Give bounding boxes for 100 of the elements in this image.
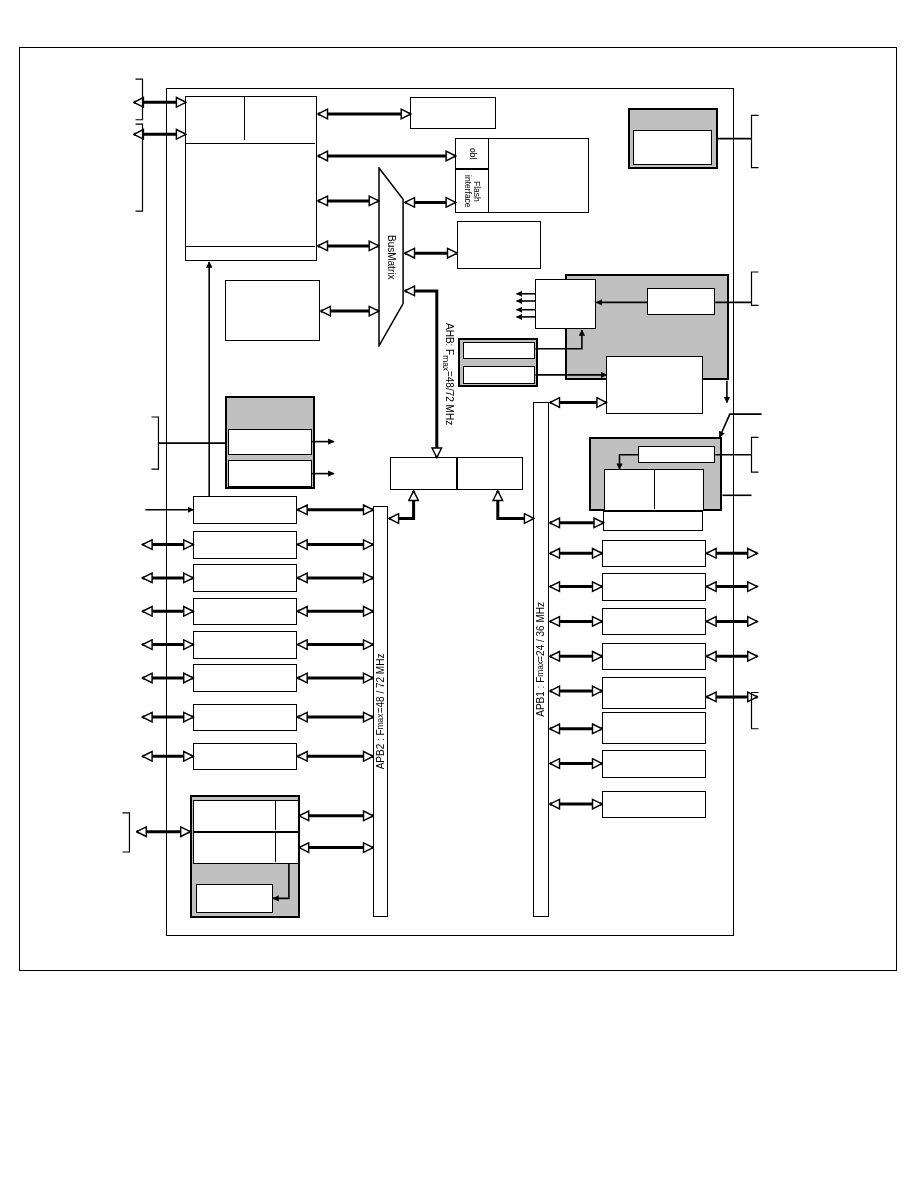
arrow: [141, 572, 194, 584]
module-block: [647, 287, 716, 316]
arrow: [272, 862, 290, 902]
arrow: [296, 605, 374, 617]
arrow: [298, 842, 374, 854]
module-block: [601, 677, 706, 710]
bus-matrix-block: BusMatrix: [378, 167, 405, 347]
module-block: [193, 831, 300, 864]
module-block: [192, 564, 298, 592]
arrow: [549, 517, 605, 529]
arrow: [141, 605, 194, 617]
arrow: [206, 261, 213, 498]
interface-block: Flash interface: [454, 169, 490, 213]
arrow: [141, 639, 194, 651]
bridge-block: [456, 457, 524, 491]
arrow: [616, 453, 640, 470]
arrow: [705, 650, 758, 662]
arrow: [534, 371, 608, 379]
arrow: [404, 196, 457, 208]
module-block: [601, 573, 706, 601]
connector-line: [721, 494, 753, 497]
arrow: [549, 547, 603, 559]
arrow: [515, 290, 537, 297]
arrow: [404, 247, 458, 259]
arrow: [515, 297, 537, 305]
arrow: [298, 810, 374, 822]
arrow: [515, 313, 537, 321]
module-block: [193, 799, 300, 832]
arrow: [705, 547, 758, 559]
module-block: [224, 280, 321, 342]
connector-line: [157, 442, 226, 444]
module-block: [601, 790, 706, 819]
group-panel: [224, 396, 315, 489]
module-block: [601, 607, 706, 636]
module-block: [601, 642, 706, 671]
interface-block: obl: [454, 137, 490, 170]
arrow: [549, 615, 603, 627]
arrow: [296, 672, 374, 684]
module-block: [228, 428, 313, 455]
arrow: [723, 380, 731, 404]
module-block: [534, 278, 596, 330]
module-block: [192, 531, 298, 559]
arrow: [549, 397, 608, 408]
arrow: [317, 195, 380, 207]
arrow: [317, 240, 380, 252]
module-block: [456, 220, 541, 269]
module-block: [601, 750, 706, 778]
arrow: [595, 299, 648, 306]
arrow: [133, 96, 187, 108]
module-block: [410, 97, 496, 130]
arrow: [144, 506, 195, 513]
module-block: [603, 469, 704, 512]
arrow: [549, 723, 603, 735]
arrow: [388, 490, 420, 524]
arrow: [515, 306, 537, 313]
module-block: [185, 96, 318, 262]
module-block: [192, 742, 298, 771]
connector-line: [714, 453, 753, 456]
arrow: [549, 581, 603, 593]
arrow: [705, 615, 758, 627]
module-block: [462, 341, 536, 359]
connector-line: [714, 301, 753, 304]
arrow: [133, 128, 187, 140]
arrow: [296, 539, 374, 551]
module-block: [228, 460, 313, 487]
module-block: [192, 631, 298, 659]
module-block: [192, 597, 298, 626]
memory-block: [455, 138, 589, 214]
arrow: [317, 108, 412, 120]
module-block: [196, 883, 273, 913]
chip-outline: [165, 87, 735, 937]
module-block: [192, 496, 298, 524]
arrow: [311, 438, 335, 445]
bridge-block: [389, 457, 457, 491]
group-panel: [458, 338, 538, 388]
arrow: [296, 572, 374, 584]
module-block: [601, 539, 706, 568]
arrow: [296, 504, 374, 516]
arrow: [296, 711, 374, 723]
arrow: [136, 826, 191, 838]
arrow: [320, 305, 380, 317]
connector-line: [717, 137, 753, 140]
group-panel: [189, 794, 300, 919]
arrow: [549, 758, 603, 769]
arrow: [534, 329, 586, 350]
arrow: [404, 285, 443, 459]
module-block: [606, 355, 704, 414]
module-block: [192, 703, 298, 732]
module-block: [601, 712, 706, 745]
arrow: [549, 650, 603, 662]
arrow: [549, 685, 603, 697]
arrow: [549, 798, 603, 810]
module-block: [638, 445, 716, 464]
group-panel: [627, 107, 718, 169]
arrow: [705, 691, 758, 703]
module-block: [603, 510, 704, 532]
arrow: [141, 539, 194, 551]
group-panel: [588, 436, 722, 511]
arrow: [311, 470, 335, 477]
module-block: [192, 664, 298, 692]
